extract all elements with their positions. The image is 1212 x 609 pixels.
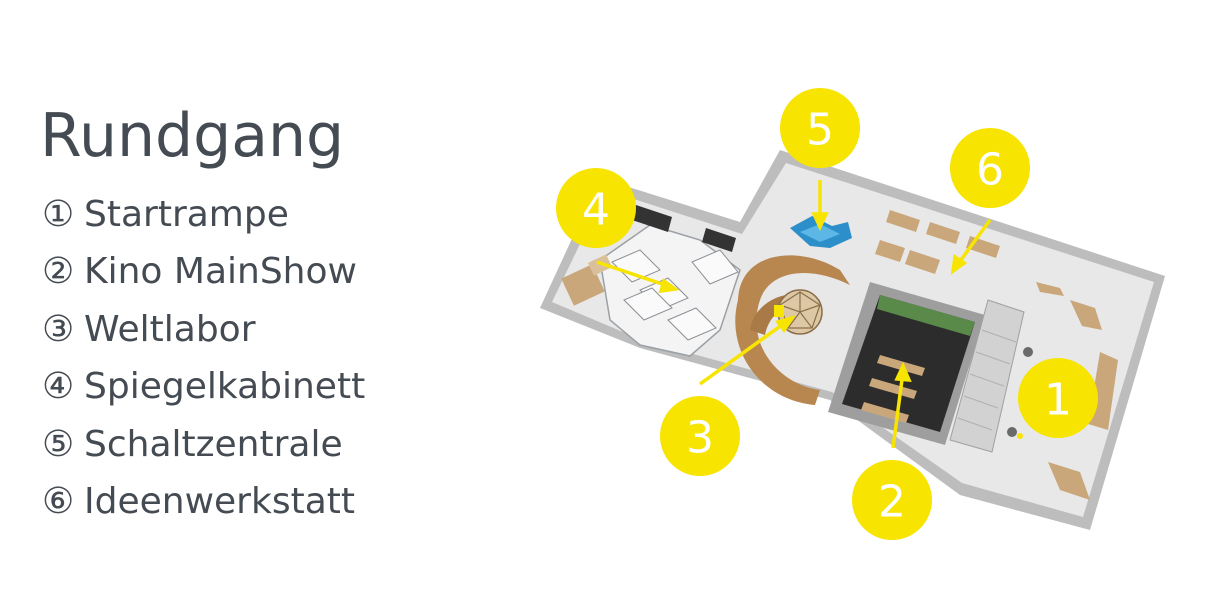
curved-wood-wall (735, 255, 850, 405)
floor-plan: 1 2 3 4 5 6 (540, 88, 1165, 540)
badge-number: 1 (1044, 375, 1072, 426)
badge-2: 2 (852, 460, 932, 540)
station-label: Weltlabor (84, 308, 256, 350)
pointer-arrows (596, 180, 992, 449)
badge-number: 6 (976, 145, 1004, 196)
station-number: ② (42, 251, 75, 293)
badge-6: 6 (950, 128, 1030, 208)
wall-screen (702, 228, 736, 252)
badge-1: 1 (1018, 358, 1098, 438)
station-number: ③ (42, 308, 75, 350)
station-number: ⑥ (42, 481, 75, 523)
visitor-figures (1007, 347, 1033, 439)
badge-5: 5 (780, 88, 860, 168)
badge-4: 4 (556, 168, 636, 248)
station-label: Startrampe (84, 194, 289, 235)
badge-3: 3 (660, 396, 740, 476)
station-label: Spiegelkabinett (84, 366, 366, 408)
station-label: Schaltzentrale (84, 423, 343, 465)
page-title: Rundgang (40, 101, 345, 171)
badge-number: 2 (878, 477, 906, 528)
stair-steps (957, 329, 1017, 431)
control-center-console (790, 216, 852, 248)
shelves (561, 254, 613, 306)
station-number: ① (42, 194, 75, 235)
station-label: Ideenwerkstatt (84, 481, 355, 523)
badge-number: 5 (806, 105, 834, 156)
station-label: Kino MainShow (84, 251, 357, 293)
badge-number: 3 (686, 413, 714, 464)
station-number: ④ (42, 366, 75, 408)
yellow-seat (774, 305, 784, 317)
mirror-panels (611, 249, 739, 341)
cinema-screen-wall (877, 295, 975, 336)
station-number: ⑤ (42, 423, 75, 465)
wall-screen (632, 205, 672, 232)
badge-number: 4 (582, 185, 610, 236)
